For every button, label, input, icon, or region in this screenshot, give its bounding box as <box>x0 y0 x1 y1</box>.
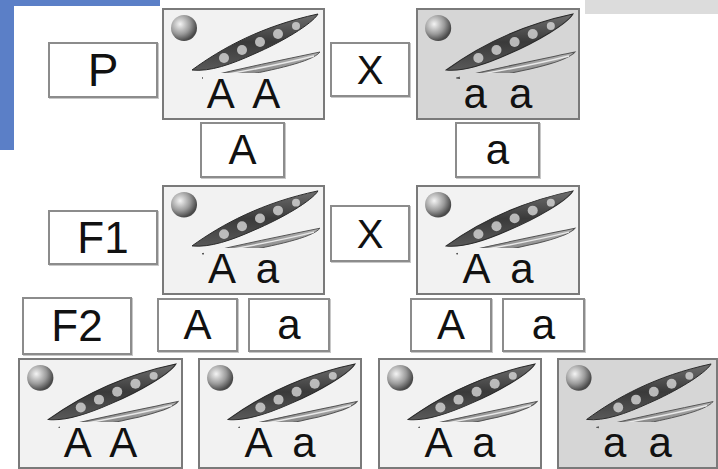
gamete-box: a <box>455 122 540 178</box>
allele-text: a <box>532 304 555 346</box>
gamete-box: A <box>157 298 238 352</box>
symbol-text: F1 <box>77 216 128 260</box>
pea-pod-box: A a <box>416 185 580 295</box>
symbol-text: F2 <box>51 304 102 348</box>
allele-text: A <box>228 129 256 171</box>
generation-label: F2 <box>22 297 132 355</box>
pea-pod-box: A a <box>198 358 362 469</box>
gamete-box: a <box>502 298 585 352</box>
cross-symbol-box: X <box>330 205 410 262</box>
symbol-text: X <box>357 214 384 254</box>
generation-label: F1 <box>48 210 158 265</box>
cross-symbol-box: X <box>330 42 410 97</box>
genotype-text: A a <box>240 422 319 464</box>
generation-label: P <box>48 42 158 98</box>
pea-pod-box: a a <box>416 8 580 120</box>
symbol-text: P <box>88 47 119 93</box>
pea-pod-box: a a <box>557 358 718 469</box>
pea-pod-box: A A <box>162 8 325 120</box>
allele-text: a <box>486 129 509 171</box>
genotype-text: A A <box>203 73 285 115</box>
genotype-text: A A <box>60 422 142 464</box>
symbol-text: X <box>357 50 384 90</box>
pea-pod-box: A a <box>378 358 542 469</box>
genotype-text: a a <box>460 73 537 115</box>
gamete-box: A <box>410 298 492 352</box>
genotype-text: A a <box>458 248 537 290</box>
pea-pod-box: A a <box>162 185 325 295</box>
genotype-text: a a <box>599 422 676 464</box>
allele-text: A <box>183 304 211 346</box>
genotype-text: A a <box>204 248 283 290</box>
allele-text: a <box>277 304 300 346</box>
allele-text: A <box>437 304 465 346</box>
gamete-box: a <box>248 298 330 352</box>
gamete-box: A <box>200 122 285 178</box>
pea-pod-box: A A <box>18 358 183 469</box>
genotype-text: A a <box>420 422 499 464</box>
